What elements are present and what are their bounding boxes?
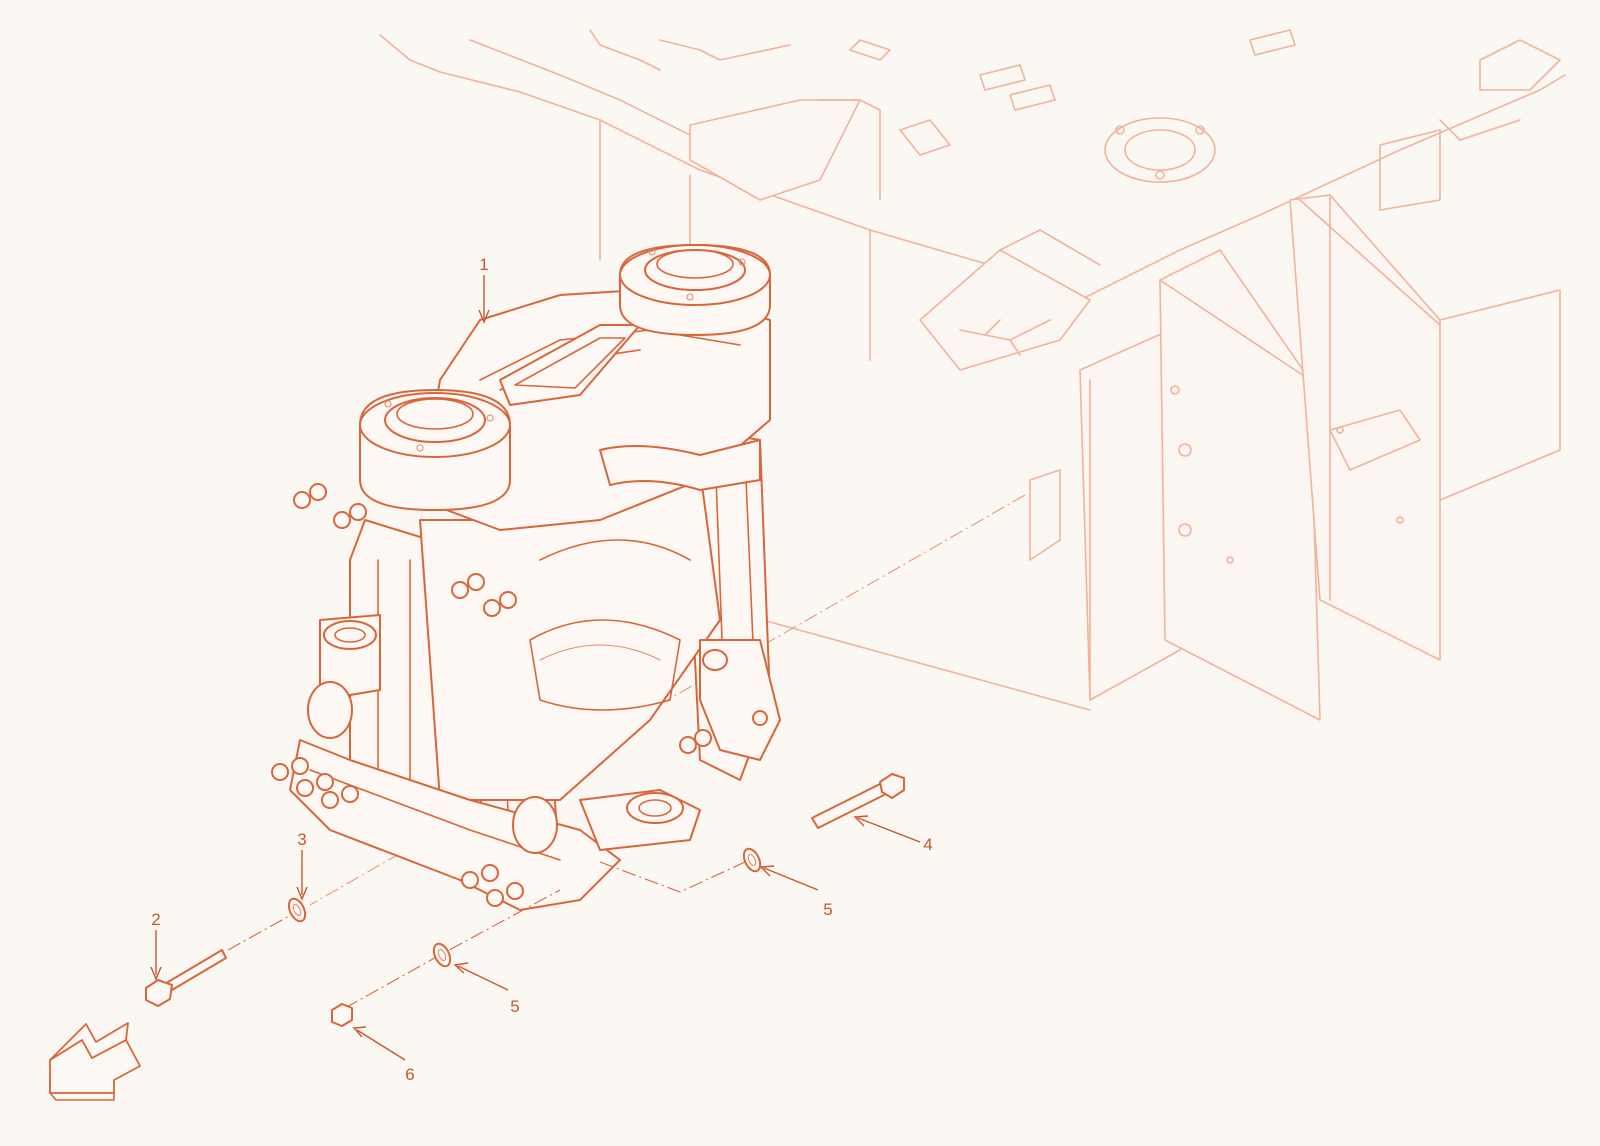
main-frame-assembly: [289, 244, 781, 911]
callout-leaders: [150, 275, 921, 1061]
frame-fasteners: [271, 483, 768, 907]
bolt-part-4: [811, 773, 905, 829]
washer-part-5-upper: [742, 847, 762, 873]
callout-5-upper: 5: [823, 900, 832, 919]
callout-6: 6: [405, 1065, 414, 1084]
long-bolt-part: [145, 949, 227, 1007]
direction-arrow-icon: [49, 1022, 141, 1101]
callout-1: 1: [479, 255, 488, 274]
callout-4: 4: [923, 835, 932, 854]
callout-labels: 1 2 3 4 5 5 6: [151, 255, 932, 1084]
nut-part: [331, 1003, 353, 1027]
callout-5-lower: 5: [510, 997, 519, 1016]
washer-part-3: [287, 897, 307, 923]
chassis-frame-background: [309, 29, 1566, 906]
callout-3: 3: [297, 830, 306, 849]
washer-part-5-lower: [432, 942, 452, 968]
callout-2: 2: [151, 910, 160, 929]
